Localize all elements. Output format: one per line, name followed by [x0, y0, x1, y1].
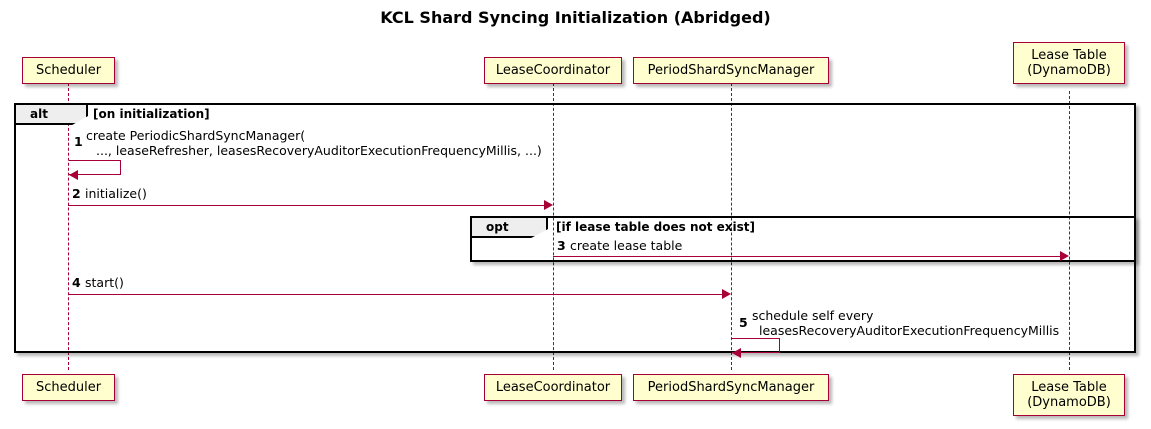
diagram-title: KCL Shard Syncing Initialization (Abridg… — [380, 8, 771, 27]
participant-scheduler-bottom[interactable]: Scheduler — [22, 374, 115, 401]
message-4-arrowhead — [722, 289, 731, 299]
fragment-alt-label: alt — [16, 105, 88, 125]
message-3-arrowhead — [1060, 251, 1069, 261]
participant-periodshardsyncmanager-bottom-label: PeriodShardSyncManager — [647, 380, 815, 395]
participant-leasecoordinator-top[interactable]: LeaseCoordinator — [484, 57, 622, 84]
message-4-number: 4 — [72, 275, 81, 290]
fragment-alt-condition: [on initialization] — [93, 107, 210, 121]
message-4-line — [68, 294, 725, 295]
message-1-text-line1: create PeriodicShardSyncManager( — [86, 128, 306, 143]
participant-leasetable-top[interactable]: Lease Table (DynamoDB) — [1013, 42, 1125, 84]
participant-scheduler-top[interactable]: Scheduler — [22, 57, 115, 84]
participant-leasecoordinator-bottom[interactable]: LeaseCoordinator — [484, 374, 622, 401]
message-5-text-line2: leasesRecoveryAuditorExecutionFrequencyM… — [759, 323, 1060, 338]
fragment-alt-keyword: alt — [30, 107, 48, 121]
message-5-number: 5 — [739, 315, 748, 330]
participant-scheduler-top-label: Scheduler — [35, 63, 102, 78]
message-4-text: start() — [85, 275, 124, 290]
participant-leasetable-bottom-label-line1: Lease Table — [1031, 380, 1107, 395]
participant-scheduler-bottom-label: Scheduler — [35, 380, 102, 395]
message-5-arrowhead — [732, 348, 741, 358]
participant-periodshardsyncmanager-top-label: PeriodShardSyncManager — [647, 63, 815, 78]
message-1-arrowhead — [69, 170, 78, 180]
message-2-line — [68, 205, 547, 206]
message-2-number: 2 — [72, 186, 81, 201]
lifeline-scheduler — [68, 83, 69, 370]
message-2-arrowhead — [544, 200, 553, 210]
fragment-opt-keyword: opt — [486, 220, 509, 234]
message-3-line — [553, 256, 1060, 257]
participant-periodshardsyncmanager-top[interactable]: PeriodShardSyncManager — [633, 57, 829, 84]
lifeline-leasecoordinator — [553, 83, 554, 370]
message-1-number: 1 — [74, 134, 83, 149]
message-5-self-loop — [732, 338, 780, 353]
participant-leasetable-bottom-label-line2: (DynamoDB) — [1027, 395, 1111, 410]
message-2-text: initialize() — [85, 186, 147, 201]
fragment-opt-condition: [if lease table does not exist] — [556, 220, 756, 234]
fragment-opt: opt — [470, 216, 1136, 262]
participant-leasecoordinator-top-label: LeaseCoordinator — [495, 63, 611, 78]
fragment-opt-label: opt — [472, 218, 548, 238]
message-3-number: 3 — [557, 238, 566, 253]
message-5-text-line1: schedule self every — [752, 308, 874, 323]
participant-periodshardsyncmanager-bottom[interactable]: PeriodShardSyncManager — [633, 374, 829, 401]
message-1-text-line2: ..., leaseRefresher, leasesRecoveryAudit… — [96, 143, 542, 158]
message-1-self-loop — [69, 160, 121, 175]
participant-leasetable-bottom[interactable]: Lease Table (DynamoDB) — [1013, 374, 1125, 416]
participant-leasetable-top-label-line2: (DynamoDB) — [1027, 63, 1111, 78]
lifeline-periodshardsyncmanager — [731, 83, 732, 370]
message-3-text: create lease table — [570, 238, 683, 253]
participant-leasetable-top-label-line1: Lease Table — [1031, 48, 1107, 63]
participant-leasecoordinator-bottom-label: LeaseCoordinator — [495, 380, 611, 395]
lifeline-leasetable — [1069, 91, 1070, 370]
